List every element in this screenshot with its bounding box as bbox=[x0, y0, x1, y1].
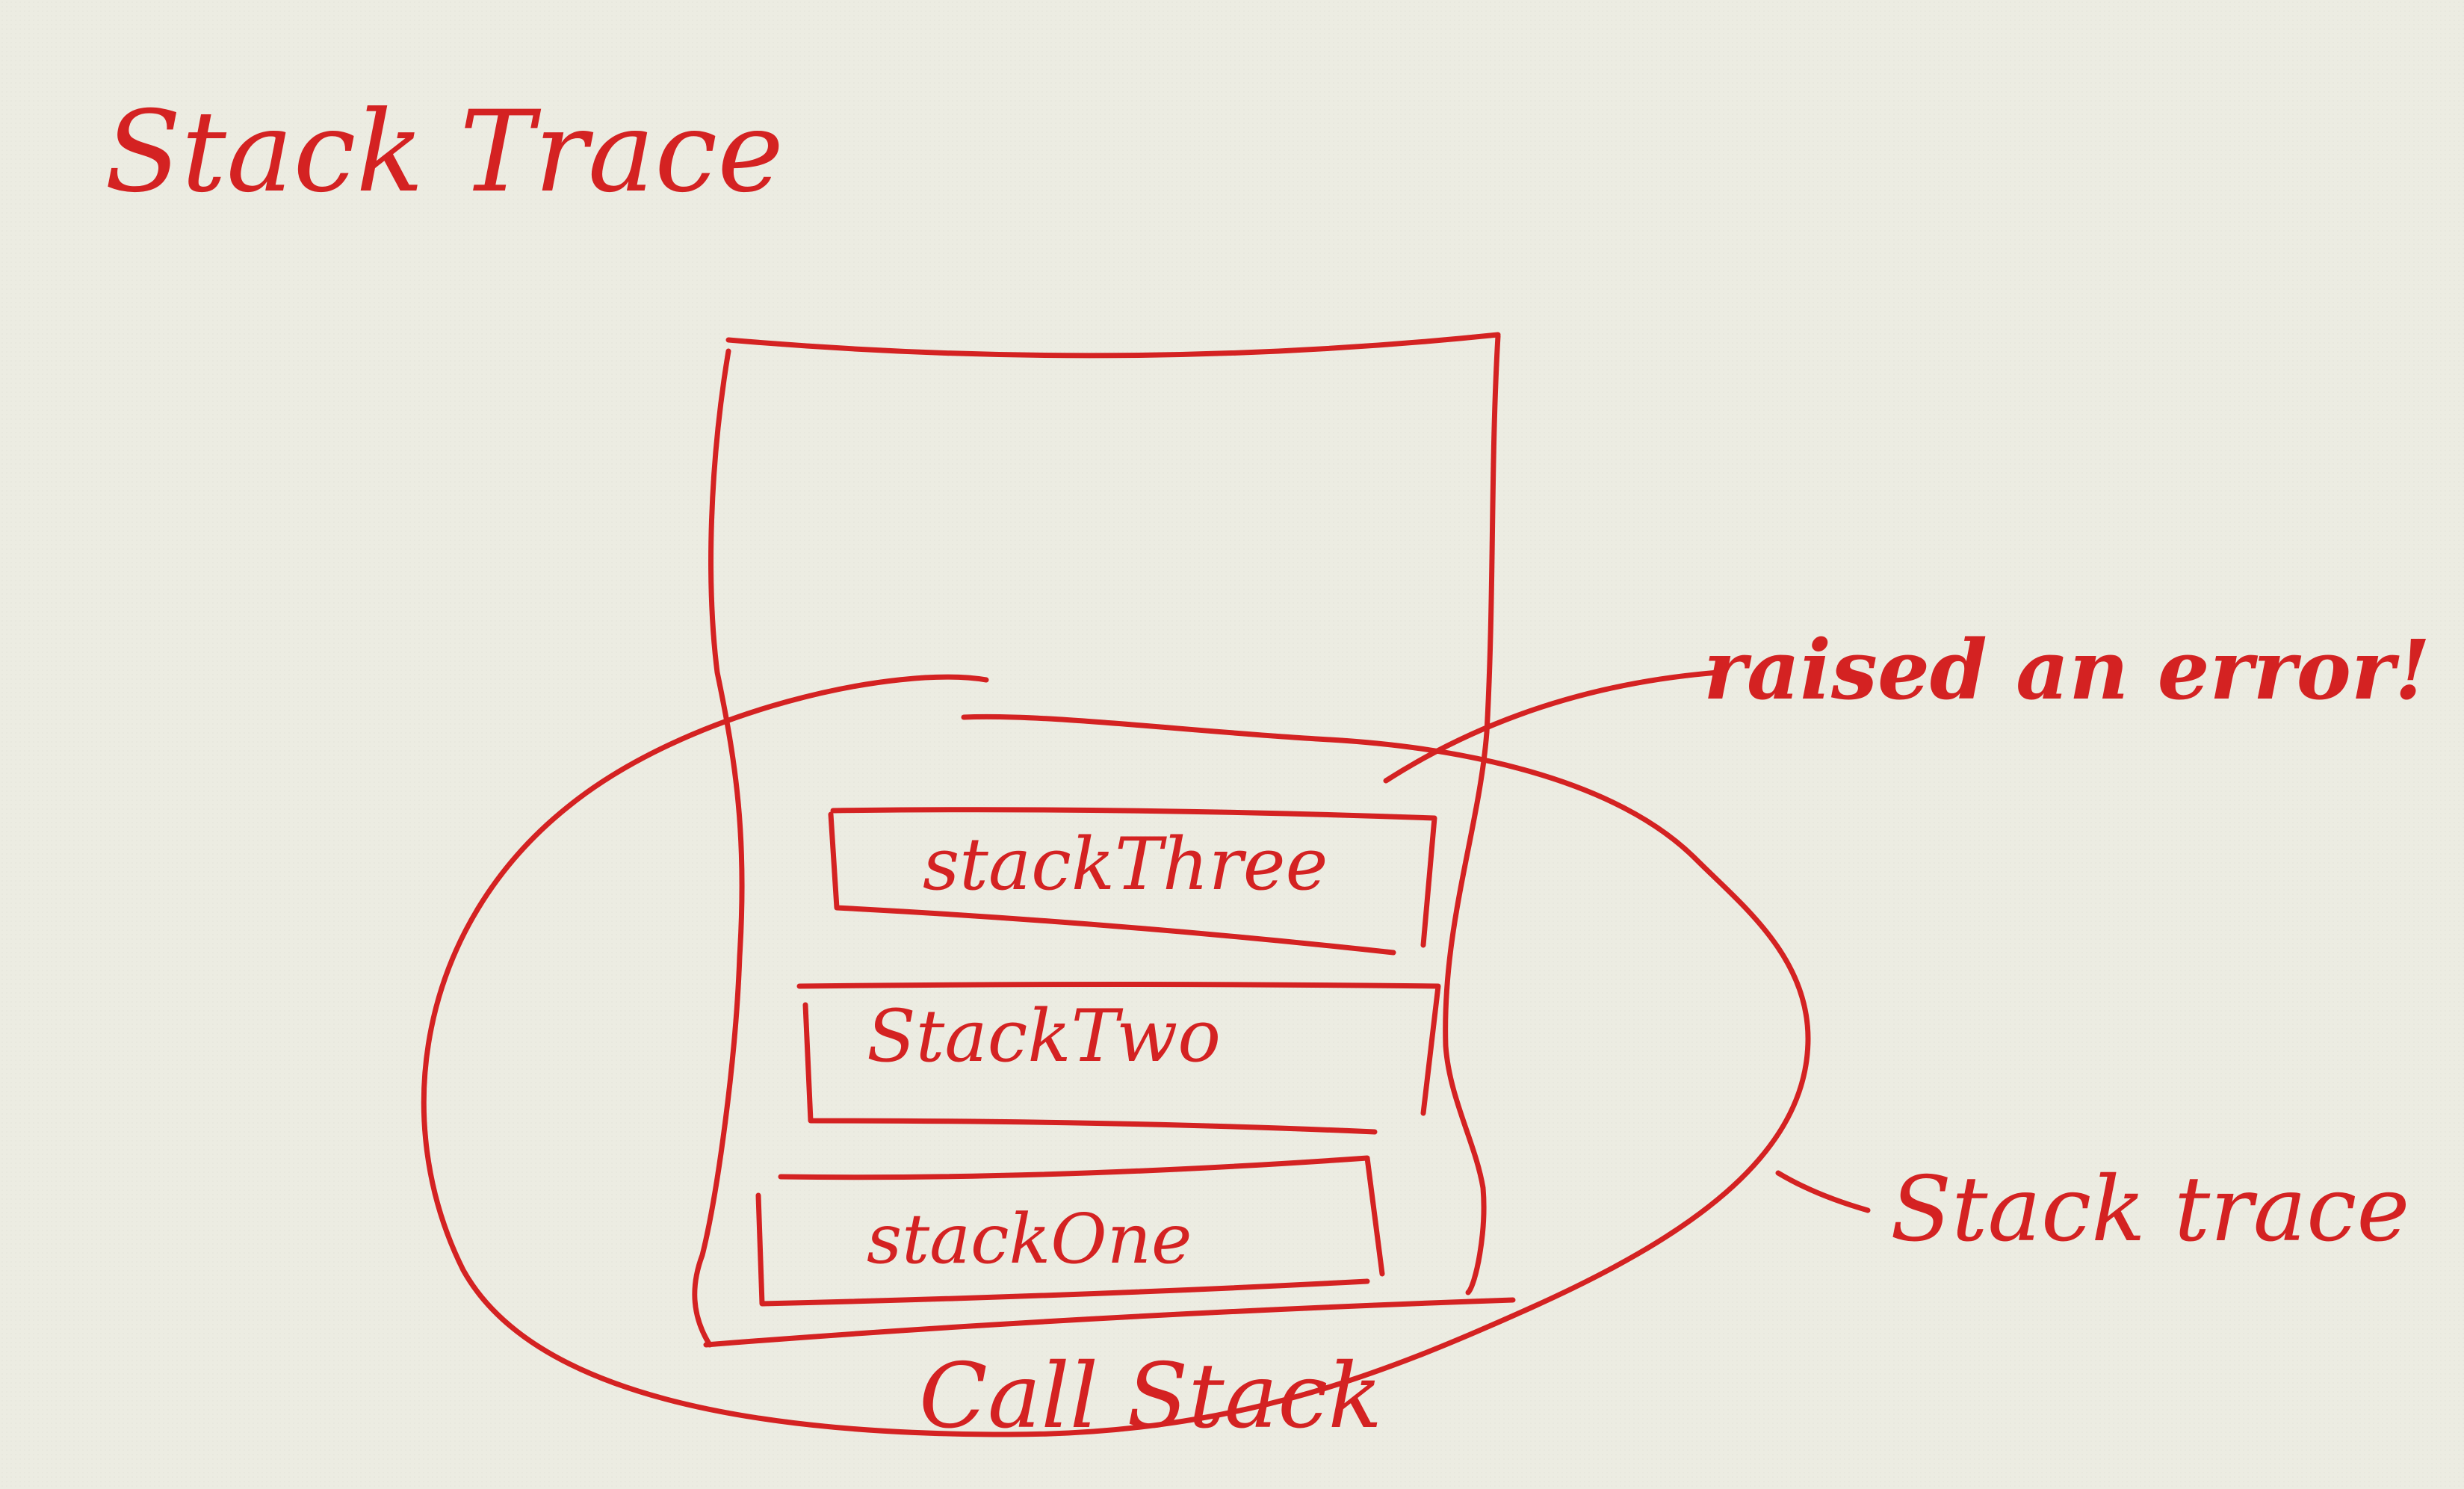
error-annotation: raised an error! bbox=[1703, 622, 2430, 718]
call-stack-left-edge bbox=[692, 348, 745, 1348]
stack-frame-three-box bbox=[828, 807, 1437, 956]
stack-frame-one-box bbox=[755, 1155, 1385, 1307]
error-pointer-line bbox=[1383, 669, 1721, 784]
call-stack-right-edge bbox=[1443, 333, 1501, 1295]
diagram-title: Stack Trace bbox=[105, 87, 784, 217]
stack-frame-two-box bbox=[796, 982, 1441, 1135]
stack-frame-two: StackTwo bbox=[796, 982, 1441, 1135]
stack-frame-three: stackThree bbox=[828, 807, 1437, 956]
call-stack-top-edge bbox=[725, 332, 1501, 359]
stack-frame-one-label: stackOne bbox=[867, 1199, 1192, 1279]
call-stack-container bbox=[692, 332, 1516, 1348]
call-stack-bottom-edge bbox=[703, 1297, 1516, 1348]
stack-frame-two-label: StackTwo bbox=[867, 994, 1221, 1078]
stack-frame-one: stackOne bbox=[755, 1155, 1385, 1307]
stack-trace-label: Stack trace bbox=[1890, 1158, 2409, 1262]
stack-trace-loop bbox=[421, 674, 1811, 1437]
stack-trace-leader-line bbox=[1775, 1170, 1871, 1213]
stack-frame-three-label: stackThree bbox=[923, 823, 1328, 906]
